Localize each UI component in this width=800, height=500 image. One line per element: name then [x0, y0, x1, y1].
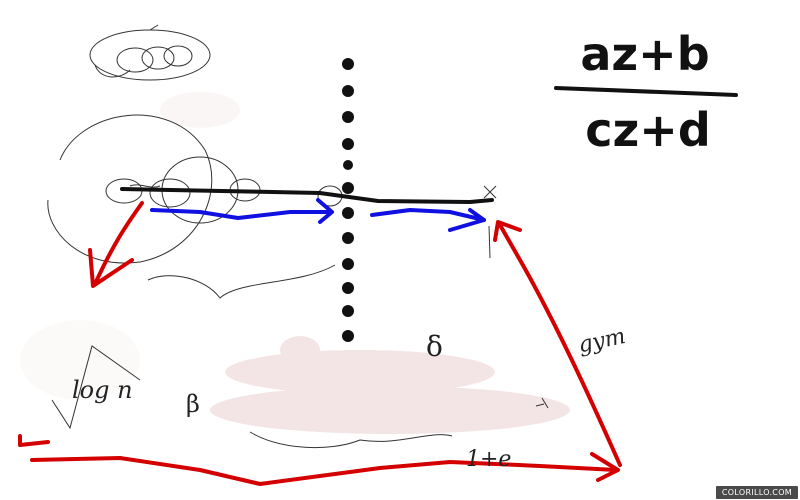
red-left-tick [18, 434, 50, 447]
red-arrow-left [88, 201, 144, 288]
bottom-scribble [249, 431, 453, 448]
smudge [20, 320, 140, 400]
red-arrow-bottom [30, 456, 618, 486]
red-arrow-bottom-head [590, 452, 620, 482]
log-label: log n [72, 376, 133, 404]
smudge [160, 92, 240, 128]
dotted-line [342, 58, 354, 342]
scribble-circles [89, 24, 211, 81]
sqrt-stroke [51, 345, 141, 430]
formula-denominator: cz+d [585, 103, 711, 157]
one-plus-e-label: 1+e [466, 447, 511, 472]
x-mark [483, 185, 497, 199]
formula-numerator: az+b [580, 27, 709, 81]
smudge [280, 336, 320, 364]
red-arrow-diagonal [498, 223, 622, 467]
misc-mark [535, 397, 549, 409]
smudge [210, 386, 570, 434]
red-arrows [18, 201, 622, 486]
blue-arrow-left [150, 198, 334, 224]
gym-label: gym [576, 324, 628, 358]
blue-arrow-right [370, 208, 486, 232]
fraction-bar [554, 86, 738, 97]
formula: az+b cz+d [554, 27, 738, 157]
watermark-badge: COLORILLO.COM [715, 486, 798, 499]
tick-mark [488, 225, 491, 259]
erased-smudges [20, 92, 570, 434]
black-line [120, 187, 494, 205]
beta-label: β [186, 390, 200, 418]
delta-label: δ [426, 330, 443, 363]
red-arrow-diagonal-head [493, 220, 522, 242]
